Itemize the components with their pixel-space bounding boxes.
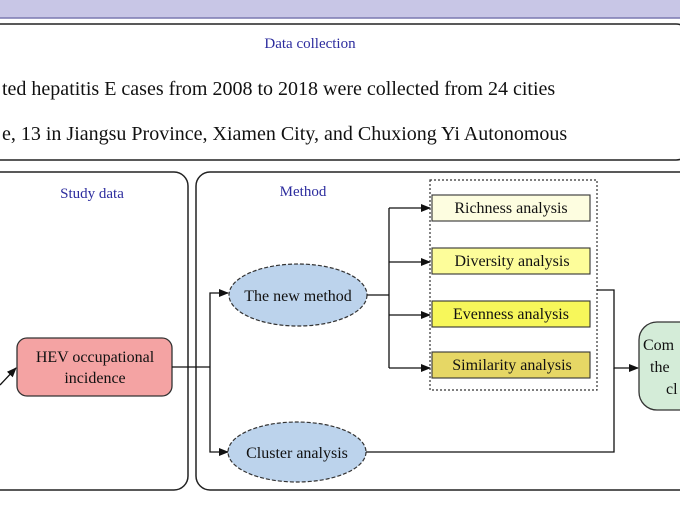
method-title: Method: [280, 184, 327, 200]
connector-analyses-to-compare: [597, 289, 639, 372]
analyses-group-box: [429, 179, 598, 391]
analysis-box-richness-fill: [431, 194, 591, 222]
analysis-label-similarity: Similarity analysis: [452, 357, 572, 374]
analysis-box-similarity-fill: [431, 351, 591, 379]
connector-cluster-to-compare: [366, 368, 615, 453]
input-arrow: [0, 367, 17, 386]
data-collection-panel: [0, 23, 680, 161]
analysis-box-evenness-fill: [431, 300, 591, 328]
data-collection-title: Data collection: [264, 36, 356, 52]
analysis-box-diversity: Diversity analysis: [431, 247, 591, 275]
hev-incidence-line-1: HEV occupational: [36, 349, 155, 366]
top-banner: [0, 0, 680, 19]
hev-incidence-line-2: incidence: [64, 370, 125, 387]
comparison-line-2: the: [650, 359, 670, 376]
analysis-label-richness: Richness analysis: [454, 200, 567, 217]
analysis-box-similarity: Similarity analysis: [431, 351, 591, 379]
analysis-label-diversity: Diversity analysis: [454, 253, 569, 270]
connector-to-new-method: [209, 289, 229, 367]
data-collection-line-2: e, 13 in Jiangsu Province, Xiamen City, …: [2, 123, 567, 145]
study-data-panel: [0, 171, 189, 491]
new-method-label: The new method: [244, 288, 352, 305]
analysis-box-richness: Richness analysis: [431, 194, 591, 222]
analysis-label-evenness: Evenness analysis: [453, 306, 569, 323]
analysis-box-diversity-fill: [431, 247, 591, 275]
data-collection-line-1: ted hepatitis E cases from 2008 to 2018 …: [2, 78, 555, 100]
connector-to-cluster: [209, 367, 229, 456]
comparison-line-3: cl: [666, 381, 678, 398]
hev-incidence-node: [16, 337, 173, 397]
cluster-analysis-label: Cluster analysis: [246, 445, 348, 462]
comparison-node: [638, 321, 680, 411]
analysis-box-evenness: Evenness analysis: [431, 300, 591, 328]
study-data-title: Study data: [60, 186, 124, 202]
comparison-line-1: Com: [643, 337, 675, 354]
